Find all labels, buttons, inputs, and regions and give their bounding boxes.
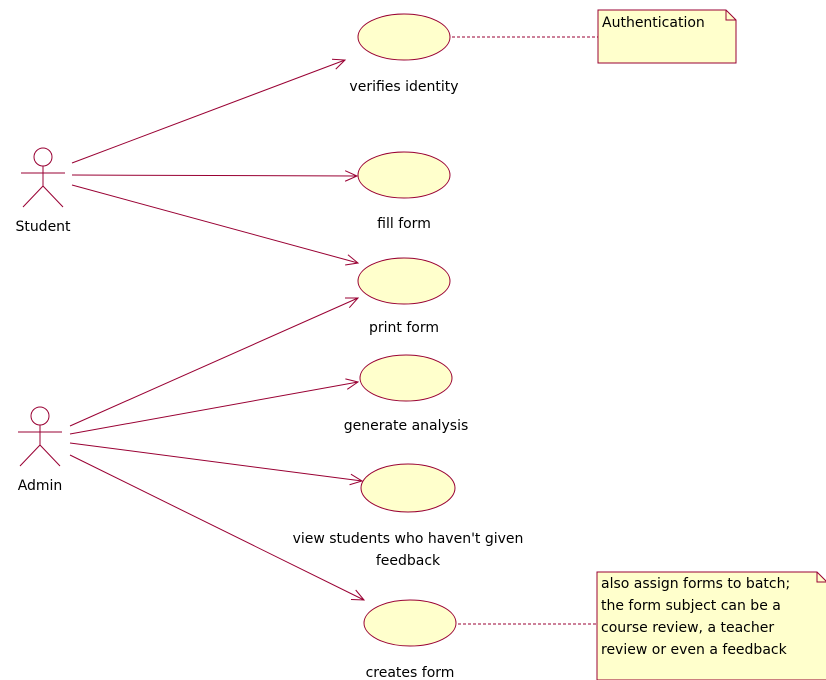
note-text-line: course review, a teacher <box>601 620 774 636</box>
use-case-ellipse[interactable] <box>357 13 451 61</box>
association-admin-uc6 <box>69 454 366 601</box>
arrowhead <box>349 473 364 486</box>
arrowhead <box>345 254 360 266</box>
actor-admin[interactable]: Admin <box>18 406 63 494</box>
note-fold <box>816 572 826 583</box>
use-case-uc6[interactable]: creates form <box>363 599 457 680</box>
association-student-uc2 <box>71 170 359 182</box>
note-body <box>597 9 737 64</box>
use-case-uc1[interactable]: verifies identity <box>349 13 459 95</box>
use-case-label: print form <box>369 320 439 336</box>
note-text-line: Authentication <box>602 15 705 31</box>
association-admin-uc5 <box>69 442 364 486</box>
use-case-label: creates form <box>366 665 455 680</box>
note-fold <box>725 10 736 21</box>
use-case-label: verifies identity <box>349 79 458 95</box>
actor-head <box>30 406 50 426</box>
links-layer <box>69 36 598 625</box>
note-body <box>596 571 826 680</box>
use-case-label: feedback <box>376 553 441 569</box>
use-case-label: generate analysis <box>344 418 469 434</box>
use-case-uc4[interactable]: generate analysis <box>344 354 469 434</box>
actor-label: Admin <box>18 478 63 494</box>
use-case-uc5[interactable]: view students who haven't given feedback <box>293 463 524 569</box>
actor-head <box>33 147 53 167</box>
note-note1[interactable]: Authentication <box>597 9 737 64</box>
use-cases-layer: verifies identity fill form print form gene… <box>293 13 524 680</box>
note-text-line: review or even a feedback <box>601 642 788 658</box>
note-text-line: also assign forms to batch; <box>601 576 790 592</box>
actor-student[interactable]: Student <box>15 147 71 235</box>
arrowhead <box>344 170 359 182</box>
use-case-ellipse[interactable] <box>359 354 453 402</box>
arrowhead <box>344 297 360 308</box>
note-note2[interactable]: also assign forms to batch; the form subj… <box>596 571 826 680</box>
use-case-uc2[interactable]: fill form <box>357 151 451 232</box>
actor-label: Student <box>15 219 71 235</box>
use-case-ellipse[interactable] <box>357 151 451 199</box>
use-case-label: fill form <box>377 216 431 232</box>
use-case-ellipse[interactable] <box>363 599 457 647</box>
use-case-label: view students who haven't given <box>293 531 524 547</box>
notes-layer: Authentication also assign forms to batch… <box>596 9 826 680</box>
association-admin-uc4 <box>69 378 360 435</box>
use-case-uc3[interactable]: print form <box>357 257 451 336</box>
note-text-line: the form subject can be a <box>601 598 781 614</box>
association-admin-uc3 <box>69 297 360 427</box>
association-student-uc1 <box>71 58 347 164</box>
use-case-ellipse[interactable] <box>357 257 451 305</box>
arrowhead <box>331 58 347 70</box>
arrowhead <box>345 378 360 390</box>
arrowhead <box>350 589 366 601</box>
association-student-uc3 <box>71 184 360 266</box>
use-case-ellipse[interactable] <box>360 463 456 513</box>
